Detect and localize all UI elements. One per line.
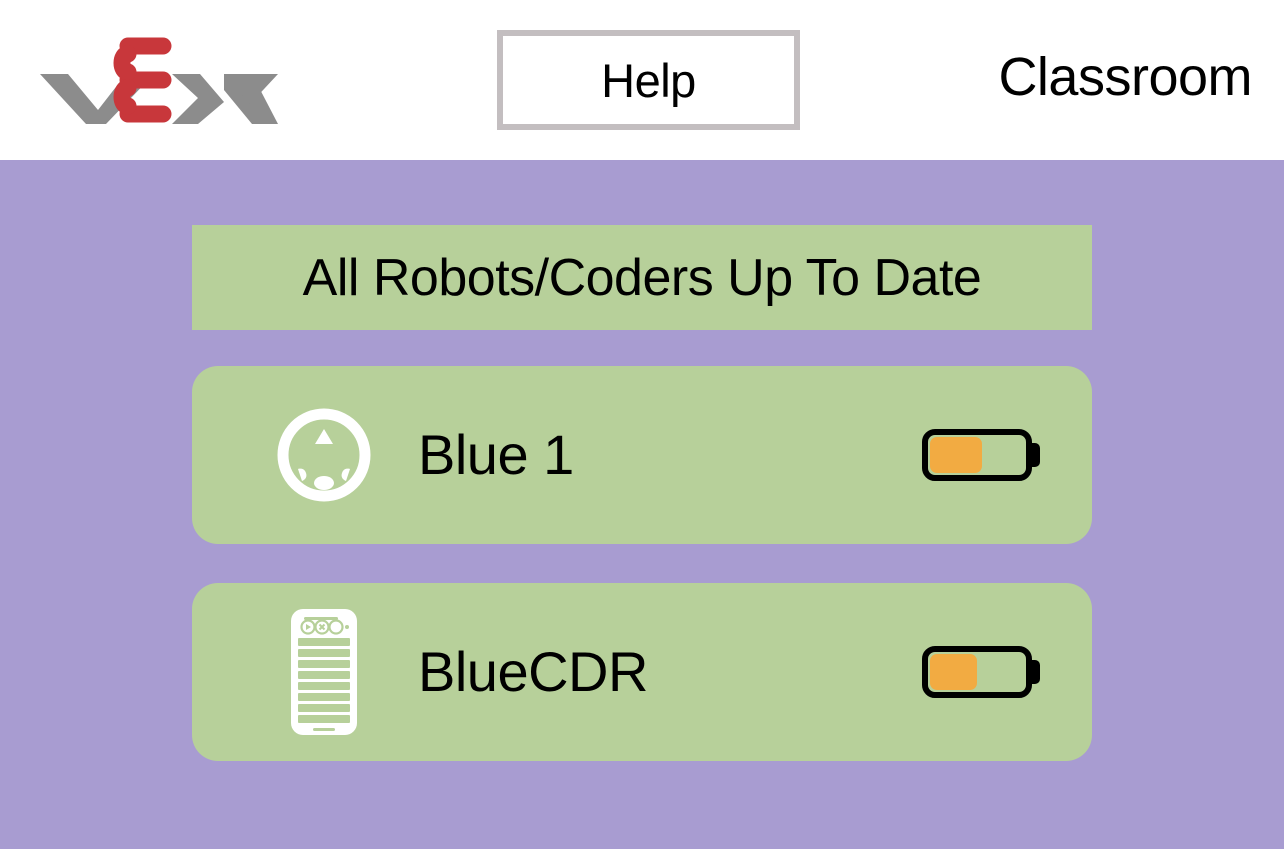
battery-indicator [922, 646, 1040, 698]
vex-logo [28, 36, 290, 124]
device-name: BlueCDR [418, 640, 648, 703]
help-button-label: Help [601, 53, 696, 107]
battery-fill [930, 654, 977, 690]
battery-terminal-icon [1028, 443, 1040, 467]
classroom-title: Classroom [998, 47, 1252, 107]
main-content: All Robots/Coders Up To Date Blue 1 [0, 160, 1284, 849]
device-card[interactable]: Blue 1 [192, 366, 1092, 544]
status-banner-text: All Robots/Coders Up To Date [302, 248, 982, 307]
coder-device-icon [250, 583, 398, 761]
status-banner: All Robots/Coders Up To Date [192, 225, 1092, 330]
help-button[interactable]: Help [497, 30, 800, 130]
device-card[interactable]: BlueCDR [192, 583, 1092, 761]
battery-indicator [922, 429, 1040, 481]
app-header: Help Classroom [0, 0, 1284, 160]
battery-terminal-icon [1028, 660, 1040, 684]
battery-fill [930, 437, 982, 473]
robot-123-icon [250, 366, 398, 544]
device-name: Blue 1 [418, 423, 574, 486]
